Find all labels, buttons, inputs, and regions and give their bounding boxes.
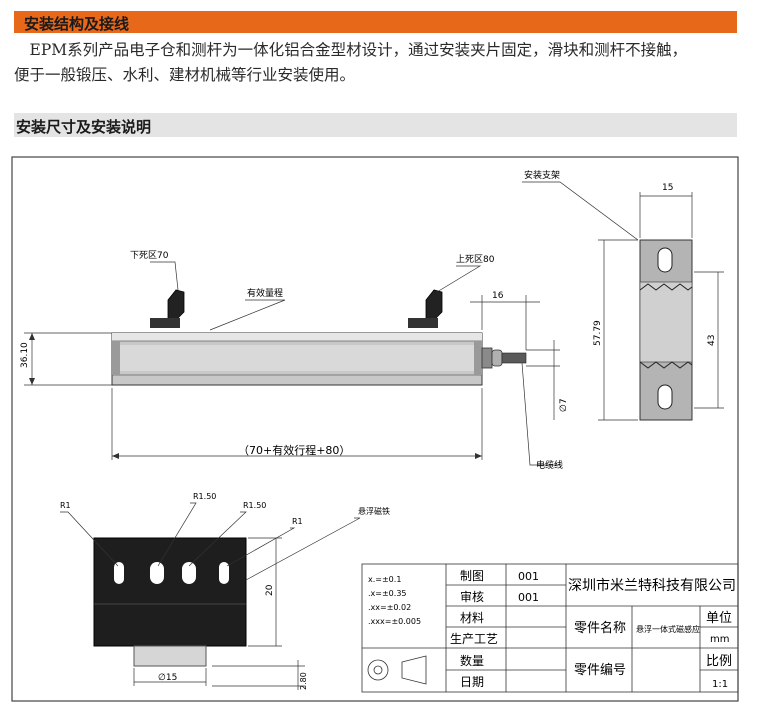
arrow-heads	[29, 333, 482, 459]
row-date-label: 日期	[460, 675, 484, 689]
title-block	[361, 563, 739, 693]
magnet-label: 悬浮磁铁	[358, 506, 390, 516]
description-line-1: EPM系列产品电子仓和测杆为一体化铝合金型材设计，通过安装夹片固定，滑块和测杆不…	[14, 41, 688, 59]
dim-diameter-7: ∅7	[559, 398, 569, 412]
total-length-formula: （70+有效行程+80）	[238, 443, 350, 457]
section-header-installation: 安装结构及接线	[14, 11, 737, 33]
row-material-label: 材料	[460, 611, 484, 625]
sensor-side-view	[111, 289, 527, 386]
description-paragraph: EPM系列产品电子仓和测杆为一体化铝合金型材设计，通过安装夹片固定，滑块和测杆不…	[14, 38, 744, 88]
bracket-label: 安装支架	[524, 169, 560, 181]
row-drafter-label: 制图	[460, 569, 484, 583]
row-reviewer-value: 001	[518, 591, 539, 604]
unit-value: mm	[710, 634, 729, 645]
tolerance-3: .xx=±0.02	[368, 603, 411, 612]
row-reviewer-label: 审核	[460, 589, 484, 604]
main-view-dimensions	[24, 261, 560, 466]
tolerance-4: .xxx=±0.005	[368, 617, 421, 626]
drawing-frame	[11, 156, 739, 702]
dim-diameter-15: ∅15	[158, 673, 177, 683]
dim-16: 16	[492, 291, 504, 301]
part-name-label: 零件名称	[574, 620, 626, 636]
floating-magnet-view	[93, 537, 247, 667]
scale-label: 比例	[706, 654, 732, 669]
dim-43: 43	[707, 335, 717, 346]
row-quantity-label: 数量	[460, 653, 484, 668]
cable-label: 电缆线	[536, 459, 563, 471]
tolerance-2: .x=±0.35	[368, 589, 407, 598]
scale-value: 1:1	[712, 679, 728, 690]
radius-r1-50-b: R1.50	[243, 501, 266, 510]
dim-2-80: 2.80	[299, 672, 308, 690]
section-title: 安装尺寸及安装说明	[16, 118, 152, 136]
dim-57-79: 57.79	[593, 320, 603, 346]
part-name-value: 悬浮一体式磁感应	[636, 624, 700, 634]
radius-r1-50-a: R1.50	[193, 492, 216, 501]
section-title: 安装结构及接线	[24, 15, 130, 33]
row-process-label: 生产工艺	[450, 632, 498, 646]
unit-label: 单位	[706, 611, 732, 626]
bracket-dimensions	[522, 181, 724, 421]
section-header-dimensions: 安装尺寸及安装说明	[14, 113, 737, 137]
effective-range-label: 有效量程	[247, 287, 283, 299]
upper-dead-zone-label: 上死区80	[456, 254, 495, 265]
lower-dead-zone-label: 下死区70	[130, 250, 169, 261]
row-drafter-value: 001	[518, 570, 539, 583]
radius-r1-left: R1	[60, 501, 71, 510]
description-line-2: 便于一般锻压、水利、建材机械等行业安装使用。	[14, 66, 356, 84]
mounting-bracket-view	[639, 239, 693, 421]
dim-15: 15	[662, 183, 673, 193]
dim-36-10: 36.10	[20, 342, 30, 368]
radius-r1-right: R1	[292, 517, 303, 526]
part-number-label: 零件编号	[574, 663, 626, 678]
dim-20: 20	[265, 584, 275, 596]
tolerance-1: x.=±0.1	[368, 575, 401, 584]
magnet-dimensions	[60, 502, 361, 690]
company-name: 深圳市米兰特科技有限公司	[568, 577, 736, 594]
